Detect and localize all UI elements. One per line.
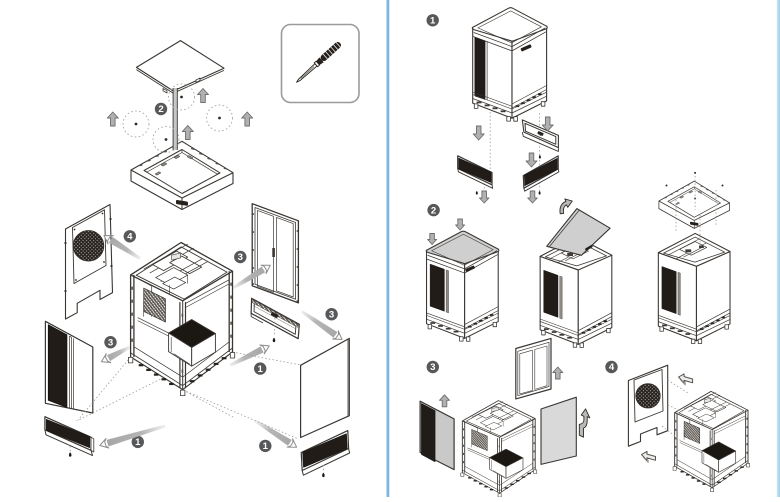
svg-text:3: 3 [430, 362, 435, 373]
svg-text:1: 1 [258, 364, 264, 375]
svg-text:4: 4 [127, 232, 133, 243]
svg-text:1: 1 [263, 441, 269, 452]
svg-text:3: 3 [108, 337, 113, 348]
svg-text:2: 2 [431, 205, 436, 216]
svg-text:1: 1 [135, 437, 141, 448]
svg-text:2: 2 [158, 104, 163, 115]
svg-text:3: 3 [238, 252, 243, 263]
svg-text:3: 3 [329, 309, 334, 320]
svg-text:1: 1 [430, 16, 436, 27]
svg-text:4: 4 [609, 362, 615, 373]
